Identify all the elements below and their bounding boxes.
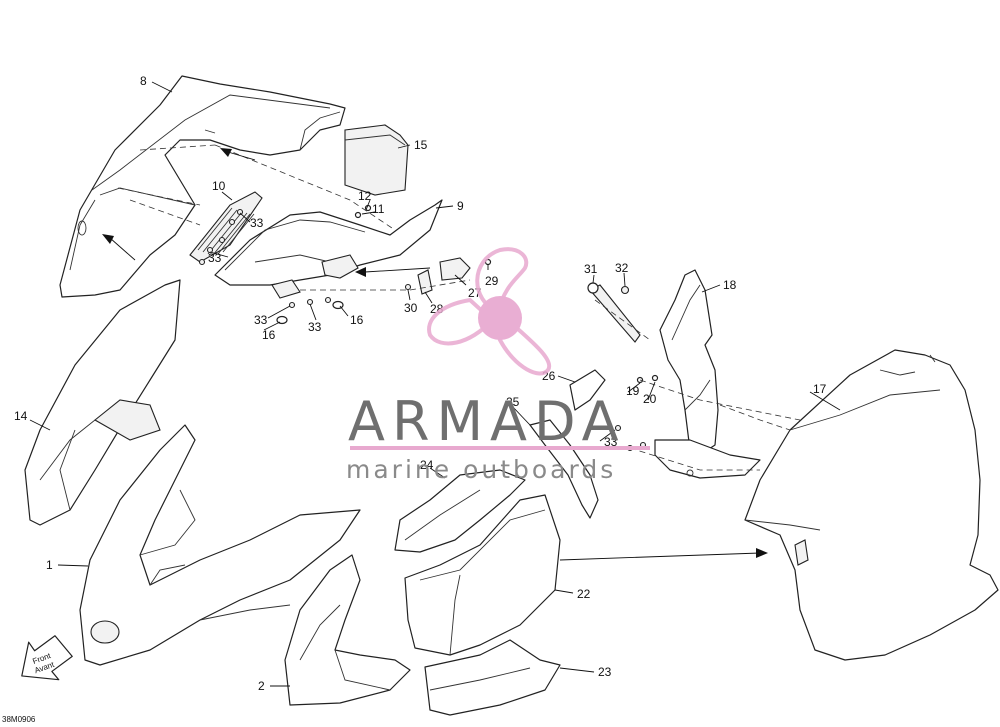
part-28-clip [417,269,433,295]
callout-16b: 16 [350,313,364,327]
front-direction-arrow: Front Avant [21,635,73,681]
callout-14: 14 [14,409,28,423]
part-24-panel[interactable] [394,469,526,553]
callout-8: 8 [140,74,147,88]
callout-29: 29 [485,274,499,288]
part-30-nut [404,283,412,291]
callout-32: 32 [615,261,629,275]
callout-33e: 33 [604,435,618,449]
part-9-bracket[interactable] [214,199,443,299]
part-23-lower-trim[interactable] [424,639,561,716]
callout-16a: 16 [262,328,276,342]
part-1-front-panel[interactable] [79,424,361,666]
part-2-lower-panel[interactable] [284,554,411,706]
callout-leaders [29,81,841,687]
callout-9: 9 [457,199,464,213]
callout-33a: 33 [250,216,264,230]
callout-10: 10 [212,179,226,193]
callout-24: 24 [420,458,434,472]
part-31-rod [589,284,641,343]
callout-30: 30 [404,301,418,315]
callout-labels: 8 15 9 10 12 11 33 33 33 33 16 16 30 28 … [2,74,827,724]
callout-17: 17 [813,382,827,396]
armada-brand-text: ARMADA [348,390,626,453]
part-32-nut [620,285,630,295]
armada-tagline-text: marine outboards [346,455,616,484]
part-8-hood[interactable] [59,75,346,298]
assembly-lines [129,144,801,471]
callout-33b: 33 [208,251,222,265]
part-27-clip [439,257,471,281]
part-26-strip[interactable] [569,369,606,411]
part-25-strip[interactable] [529,419,599,519]
armada-watermark: ARMADA marine outboards [346,247,650,484]
callout-22: 22 [577,587,591,601]
drawing-code: 38M0906 [2,715,36,724]
part-18-bracket[interactable] [654,269,761,479]
callout-23: 23 [598,665,612,679]
callout-18: 18 [723,278,737,292]
callout-33d: 33 [308,320,322,334]
part-17-side-shell[interactable] [744,349,999,661]
callout-31: 31 [584,262,598,276]
callout-1: 1 [46,558,53,572]
direction-arrows [102,148,768,561]
callout-11: 11 [372,202,385,216]
callout-2: 2 [258,679,265,693]
callout-19: 19 [626,384,640,398]
part-15-panel[interactable] [344,124,409,196]
callout-15: 15 [414,138,428,152]
callout-25: 25 [506,395,520,409]
callout-12: 12 [358,189,372,203]
part-14-side-panel[interactable] [24,279,181,526]
armada-propeller-logo [427,247,552,376]
callout-20: 20 [643,392,657,406]
callout-33c: 33 [254,313,268,327]
